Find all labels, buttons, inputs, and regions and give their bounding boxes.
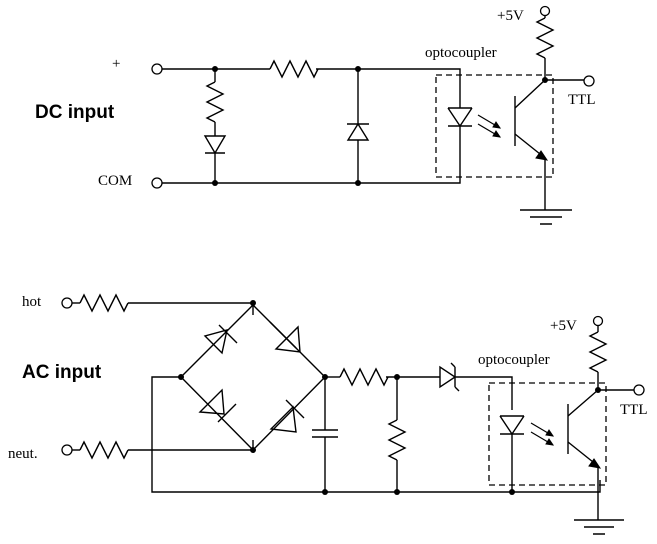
ac-phototransistor — [567, 389, 599, 467]
ac-light-arrowheads — [545, 429, 555, 446]
ac-pullup-resistor — [588, 331, 608, 373]
ac-neut-label: neut. — [8, 446, 38, 462]
ac-hot-resistor — [79, 293, 129, 313]
ac-ttl-terminal — [633, 384, 645, 396]
dc-top-wire-right — [316, 68, 461, 108]
ac-bridge-wires — [180, 304, 326, 451]
dc-junction — [542, 77, 548, 83]
ac-junction — [394, 489, 400, 495]
dc-shunt-resistor — [205, 81, 225, 123]
ac-junction — [250, 300, 256, 306]
dc-light-arrowheads — [492, 121, 502, 138]
dc-series-resistor — [269, 59, 319, 79]
ac-shunt-resistor — [387, 419, 407, 461]
ac-filter-capacitor — [312, 377, 338, 492]
ac-junction — [394, 374, 400, 380]
ac-bridge-diode-1 — [203, 324, 238, 355]
ac-input-circuit: AC input hot neut. optocoupler +5V TTL — [8, 293, 648, 535]
dc-input-circuit: DC input + COM optocoupler +5V TTL — [35, 5, 596, 225]
ac-hot-wire-2 — [128, 302, 254, 315]
dc-pullup-resistor — [535, 17, 555, 59]
dc-plus-terminal — [151, 63, 163, 75]
ac-junction — [509, 489, 515, 495]
ac-series-resistor — [339, 367, 389, 387]
dc-optocoupler-label: optocoupler — [425, 45, 497, 61]
dc-bottom-wire — [162, 145, 461, 184]
dc-com-label: COM — [98, 173, 132, 189]
ac-junction — [595, 387, 601, 393]
ac-optocoupler-label: optocoupler — [478, 352, 550, 368]
ac-neut-terminal — [61, 444, 73, 456]
ac-neut-wire-2 — [128, 440, 254, 451]
dc-series-diode — [203, 135, 227, 155]
ac-junction — [322, 489, 328, 495]
dc-ttl-label: TTL — [568, 92, 596, 108]
dc-ground-icon — [520, 209, 572, 225]
ac-bridge-diode-2 — [269, 321, 301, 353]
dc-junction — [212, 66, 218, 72]
dc-clamp-diode — [346, 122, 370, 141]
dc-ttl-terminal — [583, 75, 595, 87]
ac-emitter-arrow — [588, 458, 602, 469]
ac-ground-icon — [574, 519, 624, 535]
dc-vcc-terminal — [539, 5, 551, 17]
dc-opto-led — [447, 107, 473, 128]
dc-phototransistor — [514, 79, 546, 159]
dc-vcc-label: +5V — [497, 8, 524, 24]
dc-junction — [355, 66, 361, 72]
ac-junction — [178, 374, 184, 380]
ac-hot-label: hot — [22, 294, 42, 310]
ac-ttl-label: TTL — [620, 402, 648, 418]
dc-plus-label: + — [112, 56, 120, 72]
ac-zener-wire — [455, 376, 513, 410]
ac-bridge-diode-4 — [269, 399, 305, 433]
ac-title: AC input — [22, 362, 102, 383]
ac-opto-led — [499, 415, 525, 436]
ac-junction — [250, 447, 256, 453]
dc-emitter-arrow — [535, 150, 549, 161]
dc-junction — [212, 180, 218, 186]
ac-hot-terminal — [61, 297, 73, 309]
ac-bridge-diode-3 — [198, 388, 237, 423]
ac-vcc-label: +5V — [550, 318, 577, 334]
dc-junction — [355, 180, 361, 186]
ac-bottom-rail — [151, 376, 601, 493]
ac-neut-resistor — [79, 440, 129, 460]
ac-vcc-terminal — [592, 315, 604, 327]
ac-junction — [322, 374, 328, 380]
dc-com-terminal — [151, 177, 163, 189]
dc-title: DC input — [35, 102, 115, 123]
